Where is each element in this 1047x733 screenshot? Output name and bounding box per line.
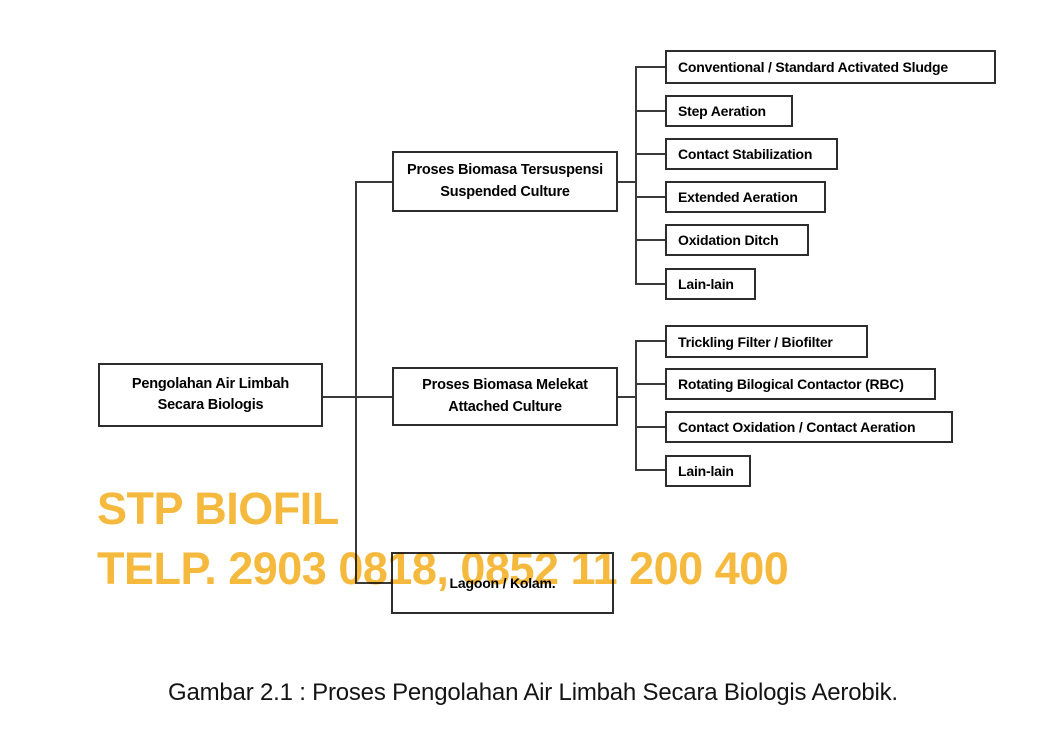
leaf-label: Lain-lain [678,276,734,292]
connector-branch2-vertical [635,340,637,471]
connector-branch1-leaf5 [635,239,665,241]
node-biomasa-melekat: Proses Biomasa Melekat Attached Culture [392,367,618,426]
leaf-label: Oxidation Ditch [678,232,779,248]
leaf-trickling-filter-biofilter: Trickling Filter / Biofilter [665,325,868,358]
connector-trunk-vertical [355,181,357,584]
connector-branch1-leaf2 [635,110,665,112]
leaf-label: Trickling Filter / Biofilter [678,333,833,350]
leaf-label: Extended Aeration [678,189,798,205]
node-label-line2: Secara Biologis [157,397,264,413]
leaf-extended-aeration: Extended Aeration [665,181,826,213]
connector-branch2-right [618,396,635,398]
connector-branch1-leaf3 [635,153,665,155]
node-pengolahan-air-limbah: Pengolahan Air Limbah Secara Biologis [98,363,323,427]
leaf-label: Step Aeration [678,103,766,119]
connector-branch2-leaf3 [635,426,665,428]
leaf-step-aeration: Step Aeration [665,95,793,127]
connector-branch2-leaf4 [635,469,665,471]
leaf-label: Conventional / Standard Activated Sludge [678,59,948,75]
leaf-label: Contact Oxidation / Contact Aeration [678,419,916,435]
node-biomasa-tersuspensi: Proses Biomasa Tersuspensi Suspended Cul… [392,151,618,212]
leaf-rotating-biological-contactor: Rotating Bilogical Contactor (RBC) [665,368,936,400]
leaf-contact-stabilization: Contact Stabilization [665,138,838,170]
connector-branch2-leaf1 [635,340,665,342]
connector-branch2-leaf2 [635,383,665,385]
watermark-line1: STP BIOFIL [97,483,339,534]
connector-branch1-leaf6 [635,283,665,285]
connector-branch1-right [618,181,635,183]
connector-root-horizontal [323,396,392,398]
node-label-line2: Attached Culture [448,398,562,415]
node-label: Lagoon / Kolam. [449,575,556,591]
leaf-conventional-activated-sludge: Conventional / Standard Activated Sludge [665,50,996,84]
connector-branch1-left [355,181,392,183]
watermark-line2: TELP. 2903 0818, 0852 11 200 400 [97,543,789,594]
figure-caption: Gambar 2.1 : Proses Pengolahan Air Limba… [168,679,898,706]
connector-branch1-vertical [635,66,637,285]
node-label-line1: Proses Biomasa Melekat [422,377,588,394]
node-label-line2: Suspended Culture [440,183,570,200]
node-label-line1: Pengolahan Air Limbah [131,375,290,392]
connector-branch1-leaf1 [635,66,665,68]
leaf-label: Contact Stabilization [678,146,813,162]
leaf-label: Rotating Bilogical Contactor (RBC) [678,376,904,392]
leaf-oxidation-ditch: Oxidation Ditch [665,224,809,256]
leaf-contact-oxidation-aeration: Contact Oxidation / Contact Aeration [665,411,953,443]
connector-branch1-leaf4 [635,196,665,198]
node-label-line1: Proses Biomasa Tersuspensi [406,162,603,179]
leaf-label: Lain-lain [678,463,734,479]
node-lagoon-kolam: Lagoon / Kolam. [391,552,614,614]
leaf-lain-lain-2: Lain-lain [665,455,751,487]
connector-branch3-horizontal [355,582,391,584]
leaf-lain-lain-1: Lain-lain [665,268,756,300]
